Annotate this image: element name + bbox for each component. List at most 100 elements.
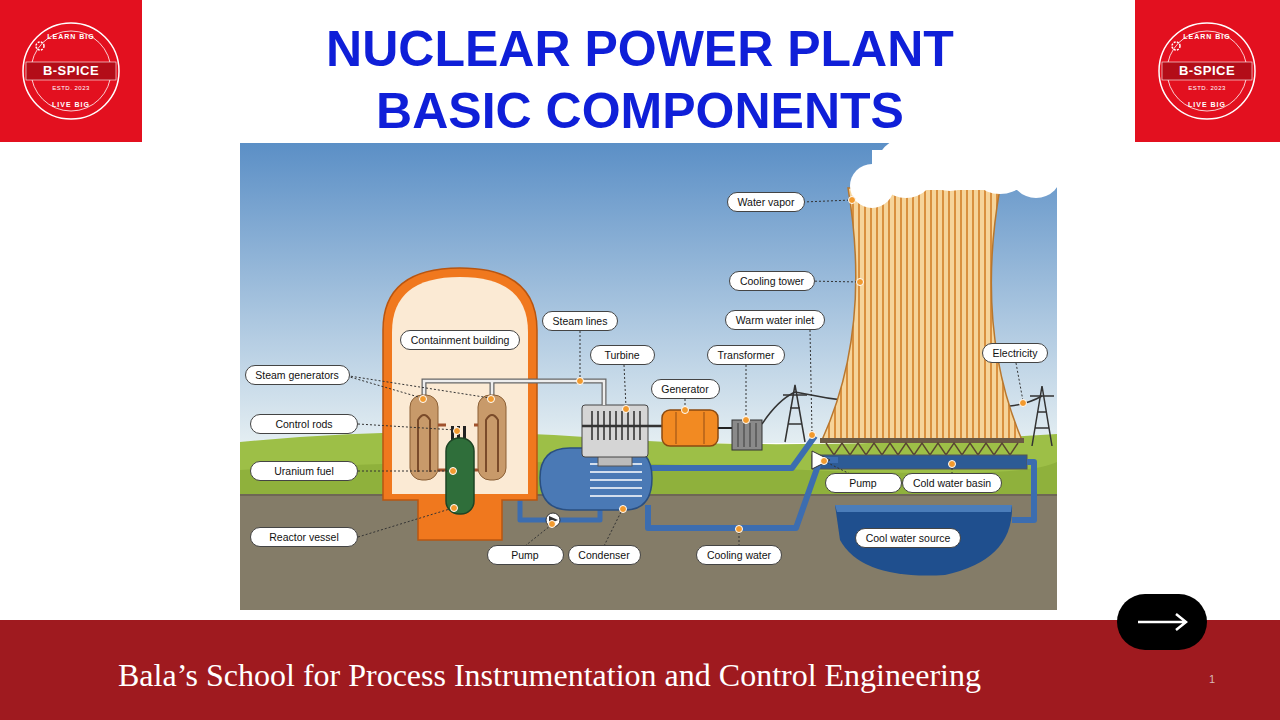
water-pipe <box>1012 462 1034 520</box>
callout-text: Warm water inlet <box>735 314 815 327</box>
callout-text: Generator <box>661 383 710 396</box>
cooling-tower <box>826 443 1018 455</box>
callout-box: Cooling water <box>696 545 782 566</box>
leader-line <box>358 424 456 430</box>
leader-line <box>604 510 622 546</box>
scene-ground <box>240 143 1057 610</box>
transformer <box>718 420 762 450</box>
reactor-vessel <box>446 426 474 514</box>
condenser <box>590 464 642 496</box>
logo-text: ESTD. 2023 <box>1188 85 1227 92</box>
callout-box: Pump <box>487 545 564 566</box>
logo <box>1167 31 1247 111</box>
leader-dot <box>1020 400 1027 407</box>
logo <box>0 0 142 142</box>
logo <box>31 31 111 111</box>
containment-building <box>383 268 537 540</box>
pump-symbol <box>546 513 560 527</box>
callout-box: Steam generators <box>245 365 350 386</box>
callout-text: Cooling tower <box>739 275 805 288</box>
callout-text: Reactor vessel <box>260 531 348 544</box>
logo-text: LEARN BIG <box>1183 33 1232 41</box>
leader-dot <box>857 279 864 286</box>
logo <box>23 23 119 119</box>
leader-dot <box>736 526 743 533</box>
callout-box: Condenser <box>568 545 641 566</box>
water-body <box>835 505 1012 576</box>
leader-line <box>739 531 740 546</box>
leader-dot <box>623 406 630 413</box>
leader-line <box>358 508 453 537</box>
callout-text: Cold water basin <box>912 477 992 490</box>
generator <box>662 410 718 446</box>
callout-box: Pump <box>825 473 902 494</box>
scene-ground <box>240 143 1057 443</box>
logo-name: B-SPICE <box>1178 64 1236 78</box>
footer-band <box>0 620 1280 720</box>
water-body <box>835 505 1012 576</box>
leader-dot <box>454 428 461 435</box>
leader-dot <box>682 407 689 414</box>
callout-box: Generator <box>651 379 720 400</box>
logo-text: LIVE BIG <box>1188 101 1227 109</box>
transformer <box>738 423 756 447</box>
caption: Bala’s School for Process Instrumentatio… <box>118 655 981 695</box>
next-button <box>1117 594 1207 650</box>
callout-box: Warm water inlet <box>725 310 825 331</box>
cooling-tower <box>822 188 1022 440</box>
logo-text: ESTD. 2023 <box>52 85 91 92</box>
callout-box: Cold water basin <box>902 473 1002 494</box>
callout-box: Containment building <box>400 330 520 351</box>
leader-dot <box>809 432 816 439</box>
water-vapor-cloud <box>872 150 1042 190</box>
logo <box>1162 62 1252 80</box>
next-button <box>1138 614 1186 630</box>
leader-dot <box>451 505 458 512</box>
leader-dot <box>488 396 495 403</box>
turbine <box>582 405 662 466</box>
logo <box>26 62 116 80</box>
callout-box: Uranium fuel <box>250 461 358 482</box>
logo <box>1172 42 1180 50</box>
steam-generator <box>410 395 438 480</box>
logo <box>1159 23 1255 119</box>
logo <box>1135 0 1280 142</box>
callout-text: Transformer <box>717 349 775 362</box>
callout-text: Condenser <box>578 549 631 562</box>
leader-dot <box>420 197 1027 533</box>
leader-dot <box>949 461 956 468</box>
leader-dot <box>549 521 556 528</box>
leader-dot <box>743 417 750 424</box>
leader-dot <box>849 197 856 204</box>
callout-text: Turbine <box>600 349 645 362</box>
callout-text: Water vapor <box>737 196 795 209</box>
callout-text: Containment building <box>410 334 510 347</box>
power-line <box>783 385 807 442</box>
steam-generator <box>478 395 506 480</box>
leader-line <box>746 365 747 418</box>
callout-box: Control rods <box>250 414 358 435</box>
leader-dot <box>577 378 584 385</box>
logo-text: LIVE BIG <box>52 101 91 109</box>
turbine <box>582 405 648 457</box>
water-pipe <box>648 460 838 528</box>
callout-box: Transformer <box>707 345 785 366</box>
callout-box: Reactor vessel <box>250 527 358 548</box>
callout-text: Uranium fuel <box>260 465 348 478</box>
callout-box: Steam lines <box>542 311 618 332</box>
power-line <box>1030 386 1054 446</box>
callout-text: Steam generators <box>255 369 340 382</box>
callout-text: Cool water source <box>865 532 951 545</box>
callout-text: Pump <box>835 477 892 490</box>
leader-dot <box>821 458 828 465</box>
leader-dot <box>620 506 627 513</box>
callout-box: Cool water source <box>855 528 961 549</box>
leader-line <box>810 330 812 433</box>
steam-line <box>424 381 604 405</box>
leader-line <box>803 200 852 202</box>
callout-text: Cooling water <box>706 549 772 562</box>
logo <box>36 42 44 50</box>
callout-box: Cooling tower <box>729 271 815 292</box>
leader-line <box>624 365 626 407</box>
